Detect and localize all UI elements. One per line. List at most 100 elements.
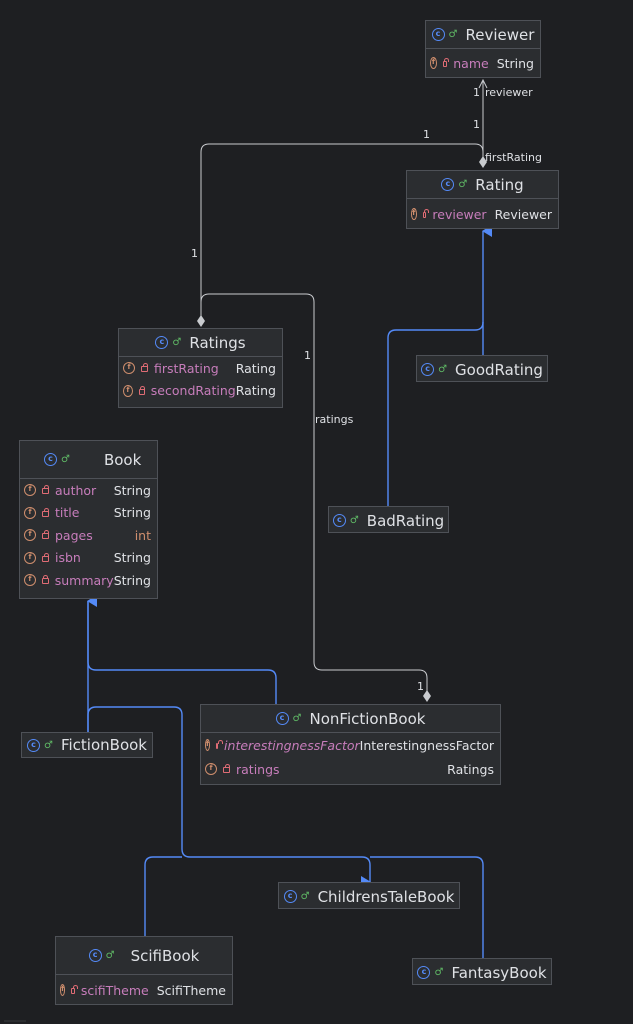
class-icon: c	[155, 336, 169, 349]
field-icon: f	[24, 529, 36, 542]
private-lock-icon	[42, 552, 49, 562]
composition-diamond-nonfiction	[423, 690, 431, 702]
public-marker-icon: ♂	[448, 29, 458, 40]
field-name: title	[55, 505, 80, 521]
field-type: int	[134, 527, 151, 543]
field-icon: f	[24, 551, 36, 564]
public-marker-icon: ♂	[349, 515, 359, 526]
class-icon: c	[421, 363, 435, 376]
field-type: ScifiTheme	[156, 982, 226, 998]
class-name: FantasyBook	[451, 963, 547, 982]
field-icon: f	[205, 739, 211, 751]
private-lock-icon	[141, 363, 148, 373]
field-name: summary	[54, 572, 114, 588]
field-icon: f	[24, 484, 36, 497]
field-type: String	[113, 482, 151, 498]
class-name: ScifiBook	[130, 946, 200, 965]
field-icon: f	[123, 384, 133, 397]
class-fiction-book[interactable]: c♂ FictionBook	[21, 732, 153, 758]
field-name: scifiTheme	[80, 982, 149, 998]
mult-ratings: 1	[304, 349, 311, 362]
field-icon: f	[60, 984, 66, 996]
private-lock-icon	[216, 740, 223, 749]
field-type: Reviewer	[494, 206, 552, 222]
private-lock-icon	[71, 985, 78, 994]
mult-ratings-end: 1	[417, 680, 424, 693]
composition-diamond-rating	[479, 156, 487, 168]
class-bad-rating[interactable]: c♂ BadRating	[328, 506, 449, 533]
field-name: name	[453, 55, 489, 71]
public-marker-icon: ♂	[438, 364, 448, 375]
role-reviewer: reviewer	[485, 86, 533, 99]
mult-reviewer-bottom: 1	[473, 118, 480, 131]
class-name: Rating	[475, 175, 524, 194]
field-type: String	[113, 505, 151, 521]
field-name: firstRating	[154, 360, 219, 376]
private-lock-icon	[41, 575, 49, 585]
private-lock-icon	[138, 385, 146, 395]
inheritance-badrating-rating	[387, 321, 484, 506]
association-nonfiction-ratings	[200, 293, 428, 692]
inheritance-nonfiction-book	[87, 595, 277, 704]
field-type: String	[496, 55, 534, 71]
class-icon: c	[441, 178, 455, 191]
private-lock-icon	[42, 485, 49, 495]
inheritance-scifi-fiction	[144, 856, 182, 936]
public-marker-icon: ♂	[434, 967, 444, 978]
field-icon: f	[123, 362, 135, 375]
class-name: Ratings	[189, 333, 246, 352]
class-rating[interactable]: c♂ Rating f reviewer Reviewer	[406, 170, 559, 229]
association-ratings-firstrating	[200, 143, 484, 316]
field-type: String	[113, 572, 151, 588]
class-icon: c	[431, 28, 445, 41]
field-icon: f	[411, 208, 417, 220]
public-marker-icon: ♂	[300, 891, 310, 902]
field-type: String	[113, 550, 151, 566]
class-reviewer[interactable]: c♂ Reviewer f name String	[425, 20, 541, 78]
field-icon: f	[430, 57, 437, 69]
field-name: isbn	[55, 550, 81, 566]
class-good-rating[interactable]: c♂ GoodRating	[416, 355, 548, 382]
mult-first-rating-top: 1	[423, 128, 430, 141]
public-marker-icon: ♂	[61, 454, 70, 465]
field-icon: f	[24, 574, 36, 587]
field-type: Ratings	[447, 761, 494, 777]
class-icon: c	[44, 453, 57, 466]
field-icon: f	[24, 506, 36, 519]
role-first-rating: firstRating	[485, 151, 542, 164]
field-name: interestingnessFactor	[224, 737, 360, 753]
public-marker-icon: ♂	[105, 950, 115, 961]
association-arrowhead-reviewer	[478, 78, 488, 89]
class-ratings[interactable]: c♂ Ratings f firstRating Rating f second…	[118, 328, 283, 408]
class-name: BadRating	[366, 511, 445, 530]
class-fantasy-book[interactable]: c♂ FantasyBook	[412, 958, 552, 985]
field-name: ratings	[236, 761, 280, 777]
private-lock-icon	[442, 58, 450, 67]
class-name: Reviewer	[465, 25, 535, 44]
class-scifi-book[interactable]: c♂ ScifiBook f scifiTheme ScifiTheme	[55, 936, 233, 1005]
canvas-corner-mark	[4, 1020, 26, 1022]
field-type: InterestingnessFactor	[359, 737, 495, 753]
class-icon: c	[283, 890, 297, 903]
inheritance-fantasy-fiction	[370, 856, 484, 958]
class-book[interactable]: c♂ Book f author String f title String f…	[19, 440, 158, 599]
private-lock-icon	[223, 764, 230, 773]
field-name: author	[55, 482, 97, 498]
class-non-fiction-book[interactable]: c♂ NonFictionBook f interestingnessFacto…	[200, 704, 501, 785]
class-childrens-tale-book[interactable]: c♂ ChildrensTaleBook	[278, 882, 460, 909]
class-name: ChildrensTaleBook	[317, 887, 455, 906]
private-lock-icon	[422, 209, 429, 218]
public-marker-icon: ♂	[292, 713, 302, 724]
public-marker-icon: ♂	[458, 179, 468, 190]
composition-diamond-ratings	[197, 315, 205, 327]
mult-reviewer-top: 1	[473, 86, 480, 99]
private-lock-icon	[42, 530, 49, 540]
field-name: reviewer	[432, 206, 487, 222]
class-name: GoodRating	[455, 360, 543, 379]
inheritance-children-fiction	[87, 706, 371, 888]
field-type: Rating	[235, 360, 276, 376]
field-name: pages	[55, 527, 93, 543]
class-icon: c	[332, 514, 346, 527]
public-marker-icon: ♂	[172, 337, 182, 348]
